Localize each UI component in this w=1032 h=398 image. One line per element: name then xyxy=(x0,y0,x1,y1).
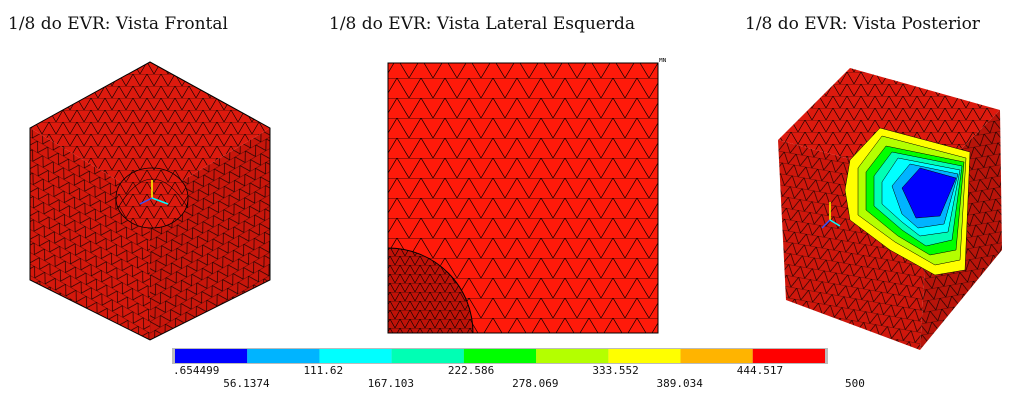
quarter-sphere xyxy=(387,247,474,334)
colorbar-swatch xyxy=(391,349,464,363)
colorbar-swatch xyxy=(752,349,825,363)
colorbar-label-top: 111.62 xyxy=(303,364,344,377)
colorbar-label-bottom: 500 xyxy=(845,377,865,390)
stress-colorbar: .654499 111.62 222.586 333.552 444.517 56.137… xyxy=(172,348,865,398)
left-view-title: 1/8 do EVR: Vista Lateral Esquerda xyxy=(329,14,635,34)
front-view-mesh xyxy=(29,61,271,341)
axis-triad-icon xyxy=(821,202,841,229)
colorbar-label-top: 333.552 xyxy=(592,364,639,377)
front-right-face xyxy=(150,128,270,340)
colorbar-swatch xyxy=(608,349,681,363)
corner-tag: MN xyxy=(659,58,667,64)
front-view-title: 1/8 do EVR: Vista Frontal xyxy=(8,14,228,34)
stress-contour xyxy=(844,127,971,276)
front-top-face xyxy=(30,62,270,200)
left-view-mesh: MN xyxy=(387,58,667,334)
back-view-mesh xyxy=(778,68,1002,350)
colorbar-swatch xyxy=(247,349,320,363)
colorbar-label-top: 444.517 xyxy=(736,364,784,377)
back-view-title: 1/8 do EVR: Vista Posterior xyxy=(745,14,980,34)
colorbar-swatch xyxy=(680,349,753,363)
colorbar-swatch xyxy=(319,349,392,363)
colorbar-label-bottom: 56.1374 xyxy=(223,377,270,390)
colorbar-label-bottom: 167.103 xyxy=(367,377,415,390)
colorbar-swatch xyxy=(175,349,248,363)
colorbar-label-top: .654499 xyxy=(173,364,220,377)
colorbar-label-top: 222.586 xyxy=(447,364,495,377)
colorbar-swatch xyxy=(463,349,537,363)
colorbar-swatches xyxy=(172,348,828,364)
colorbar-label-bottom: 389.034 xyxy=(656,377,703,390)
colorbar-label-bottom: 278.069 xyxy=(512,377,559,390)
colorbar-swatch xyxy=(536,349,609,363)
axis-triad-icon xyxy=(139,180,169,205)
front-left-face xyxy=(30,128,150,340)
